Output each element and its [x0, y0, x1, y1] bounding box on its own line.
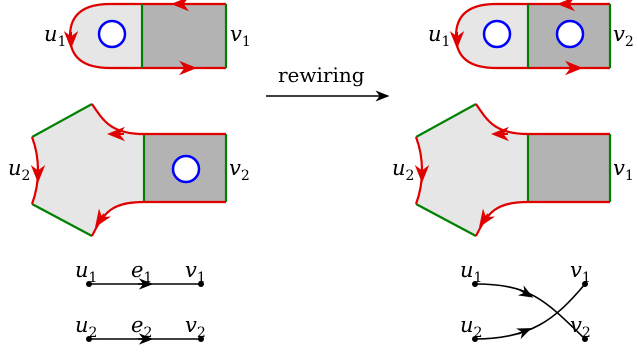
right-top-u-label: u1 [428, 22, 450, 50]
left-graph-e2-label: e2 [131, 313, 152, 341]
right-bottom-v-label: v1 [613, 156, 634, 184]
left-graph-e1-label: e1 [131, 258, 152, 286]
right-top-v-label: v2 [613, 22, 634, 50]
right-top-circle-left [482, 19, 512, 49]
right-top-circle-right [555, 19, 585, 49]
right-graph-v2-label: v2 [570, 313, 591, 341]
right-graph-u2-label: u2 [460, 313, 482, 341]
left-bottom-circle [171, 154, 201, 184]
left-graph-edge-1 [86, 278, 204, 290]
left-bottom-v-label: v2 [229, 156, 250, 184]
left-top-circle [97, 19, 127, 49]
left-graph-v1-label: v1 [185, 258, 206, 286]
left-top-block [63, 0, 228, 76]
right-top-block [449, 0, 612, 76]
left-graph-u2-label: u2 [75, 313, 97, 341]
left-bottom-light-region [32, 104, 144, 236]
right-graph-u1-label: u1 [460, 258, 482, 286]
right-bottom-block [414, 103, 612, 237]
right-graph-v1-label: v1 [570, 258, 591, 286]
right-bottom-u-label: u2 [392, 156, 414, 184]
left-top-u-label: u1 [44, 22, 66, 50]
left-bottom-block [30, 103, 228, 237]
left-top-dark-square [142, 4, 226, 68]
left-top-v-label: v1 [230, 22, 251, 50]
left-graph-v2-label: v2 [185, 313, 206, 341]
left-graph-u1-label: u1 [75, 258, 97, 286]
rewiring-label: rewiring [278, 63, 365, 87]
right-graph-crossed-edges [472, 281, 588, 342]
left-bottom-u-label: u2 [8, 156, 30, 184]
left-graph-edge-2 [86, 333, 204, 345]
